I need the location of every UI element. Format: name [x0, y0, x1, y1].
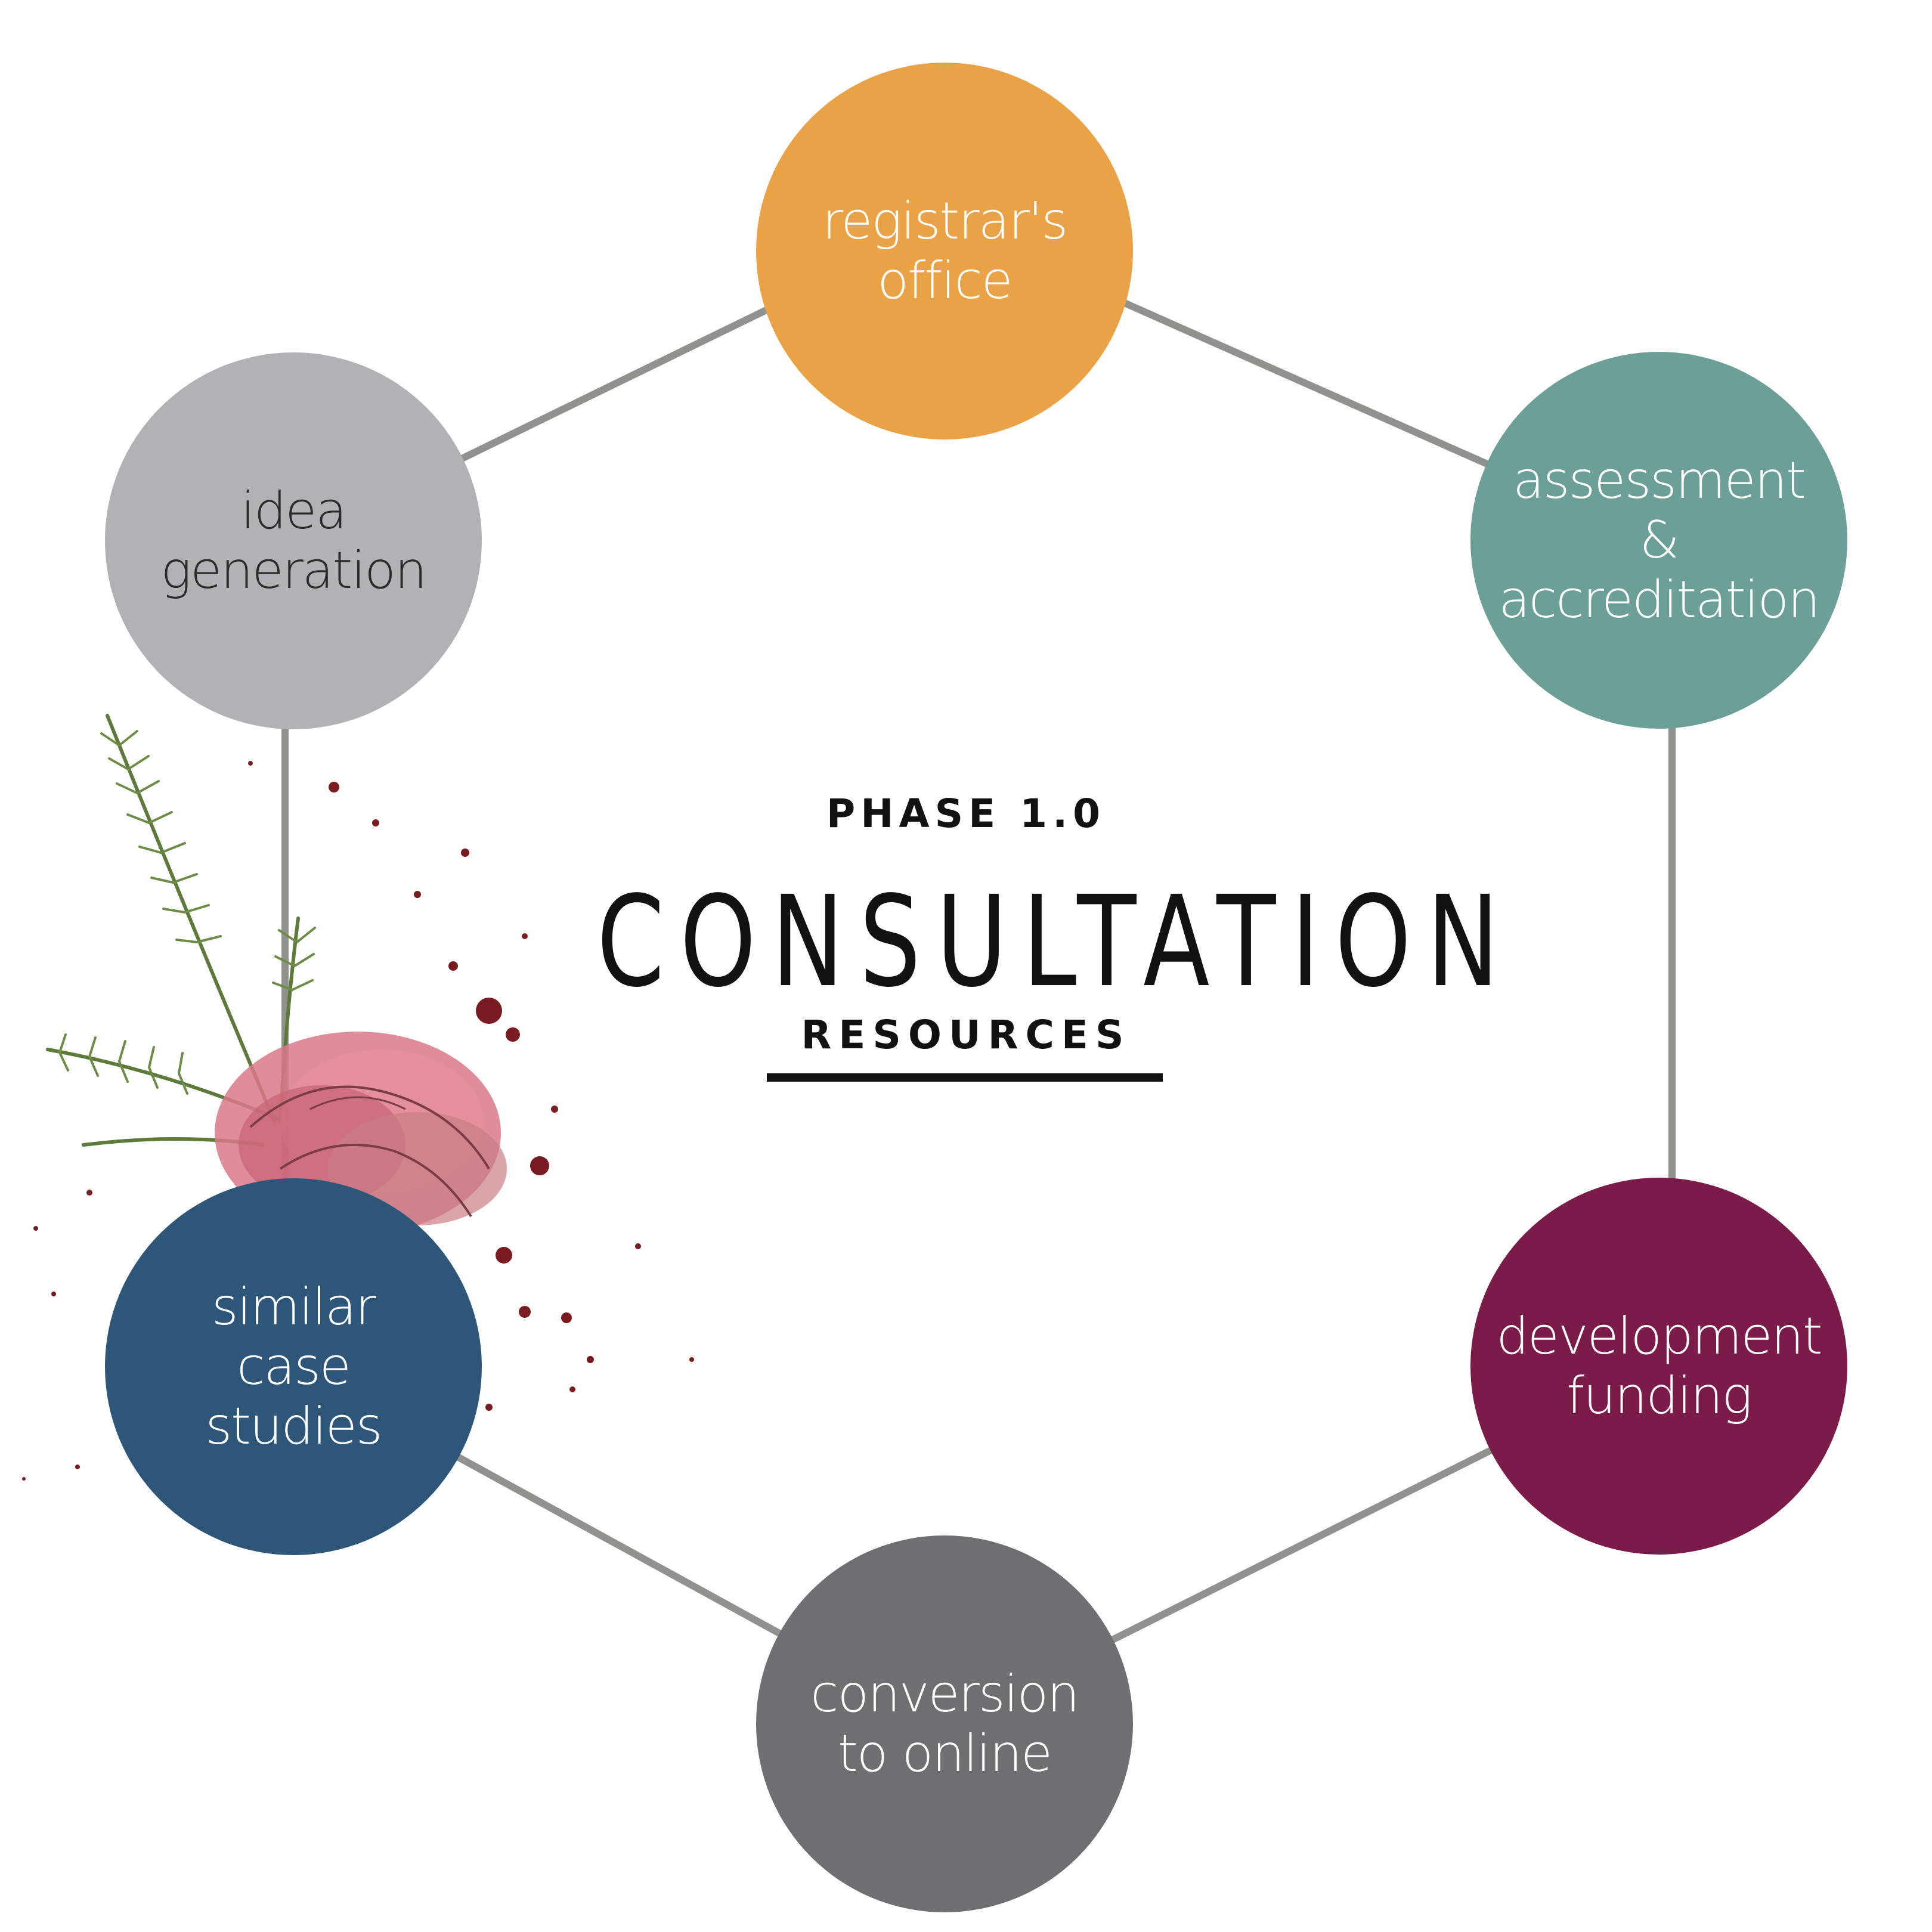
- node-label-line: similar: [211, 1277, 376, 1337]
- node-similar-case-studies: similar case studies: [105, 1178, 482, 1555]
- node-label-line: development: [1496, 1306, 1822, 1366]
- node-label-line: generation: [160, 541, 428, 600]
- node-label-line: studies: [205, 1397, 382, 1456]
- node-development-funding: development funding: [1470, 1178, 1847, 1555]
- node-idea-generation: idea generation: [105, 352, 482, 729]
- node-label-line: case: [237, 1337, 351, 1397]
- node-label-line: assessment: [1513, 451, 1806, 510]
- node-assessment-accreditation: assessment & accreditation: [1470, 352, 1847, 729]
- node-registrars-office: registrar's office: [756, 63, 1133, 439]
- node-label: assessment & accreditation: [1498, 451, 1820, 630]
- title-underline: [767, 1073, 1163, 1082]
- node-label-line: to online: [837, 1724, 1052, 1784]
- node-label-line: accreditation: [1498, 570, 1820, 630]
- phase-label: PHASE 1.0: [826, 791, 1106, 837]
- node-label-line: funding: [1566, 1366, 1753, 1426]
- node-label: conversion to online: [810, 1664, 1079, 1784]
- node-label: development funding: [1496, 1306, 1822, 1426]
- node-label: registrar's office: [822, 191, 1068, 311]
- node-label: similar case studies: [205, 1277, 382, 1456]
- node-label-line: registrar's: [822, 191, 1068, 251]
- node-conversion-to-online: conversion to online: [756, 1535, 1133, 1912]
- subtitle: RESOURCES: [801, 1012, 1131, 1058]
- node-label-line: &: [1639, 510, 1679, 570]
- node-label-line: conversion: [810, 1664, 1079, 1724]
- node-label-line: idea: [240, 481, 347, 541]
- page-title: CONSULTATION: [596, 869, 1515, 1015]
- node-label-line: office: [877, 251, 1013, 311]
- node-label: idea generation: [160, 481, 428, 600]
